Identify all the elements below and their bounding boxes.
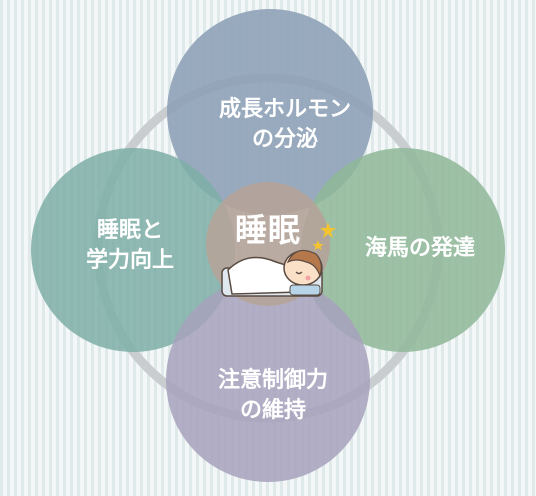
sparkle-icon [312, 222, 336, 250]
circle-left [31, 148, 235, 352]
node-label-bottom-line1: 注意制御力 [217, 368, 328, 393]
sleeping-child-icon [221, 249, 323, 297]
node-label-right: 海馬の発達 [340, 234, 500, 264]
node-label-left-line2: 学力向上 [85, 247, 174, 273]
node-label-bottom: 注意制御力 の維持 [188, 366, 358, 425]
node-label-right-line1: 海馬の発達 [364, 236, 475, 261]
node-label-top-line2: の分泌 [251, 126, 318, 152]
circle-right [301, 148, 505, 352]
node-label-bottom-line2: の維持 [239, 397, 306, 423]
circle-top [167, 9, 373, 215]
node-label-left-line1: 睡眠と [96, 218, 163, 243]
center-label: 睡眠 [234, 211, 301, 249]
circle-bottom [166, 278, 370, 482]
node-label-top-line1: 成長ホルモン [218, 97, 351, 122]
node-label-top: 成長ホルモン の分泌 [200, 95, 370, 154]
node-label-left: 睡眠と 学力向上 [55, 216, 205, 275]
